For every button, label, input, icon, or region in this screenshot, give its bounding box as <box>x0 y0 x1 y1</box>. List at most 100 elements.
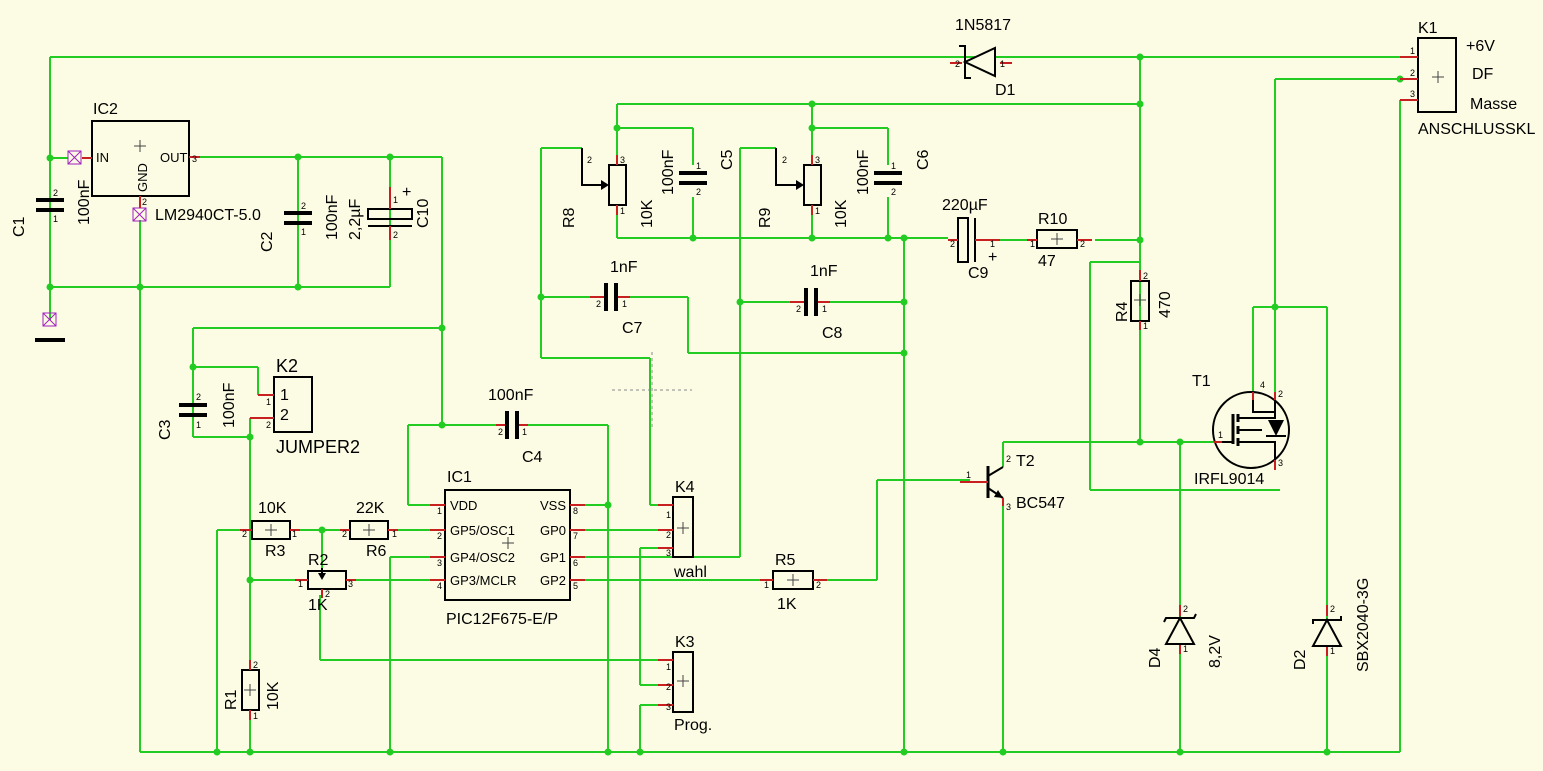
k1-pin-2: DF <box>1472 66 1494 83</box>
r6-value: 22K <box>356 500 385 517</box>
ic1-value: PIC12F675-E/P <box>446 611 558 628</box>
origin-crosshair <box>612 352 692 430</box>
svg-text:3: 3 <box>1278 458 1283 468</box>
svg-text:1: 1 <box>298 579 303 589</box>
c3-ref: C3 <box>157 419 174 440</box>
svg-text:3: 3 <box>666 702 671 712</box>
c5-value: 100nF <box>660 149 677 195</box>
capacitor-c2: 21 C2 100nF <box>259 194 341 252</box>
svg-text:2: 2 <box>301 201 306 211</box>
svg-text:1: 1 <box>522 427 527 437</box>
ic2-value: LM2940CT-5.0 <box>155 207 261 224</box>
capacitor-c6: 12 100nF C6 <box>855 149 932 197</box>
svg-text:4: 4 <box>1260 380 1265 390</box>
svg-text:3: 3 <box>666 548 671 558</box>
svg-text:2: 2 <box>696 187 701 197</box>
svg-text:7: 7 <box>573 531 578 541</box>
r6-ref: R6 <box>366 543 387 560</box>
k1-value: ANSCHLUSSKL <box>1418 121 1535 138</box>
connector-k2: 12 1 2 K2 JUMPER2 <box>250 356 360 457</box>
svg-text:1: 1 <box>1218 430 1223 440</box>
potentiometer-r1: 21 R1 10K <box>223 660 282 721</box>
r8-ref: R8 <box>561 207 578 228</box>
svg-text:2: 2 <box>53 188 58 198</box>
svg-text:1: 1 <box>266 397 271 407</box>
r8-value: 10K <box>639 199 656 228</box>
c2-value: 100nF <box>324 194 341 240</box>
svg-text:1: 1 <box>815 206 820 216</box>
svg-text:4: 4 <box>437 581 442 591</box>
k1-pin-3: Masse <box>1470 96 1517 113</box>
ic1-pin-gp5: GP5/OSC1 <box>450 523 515 538</box>
svg-text:2: 2 <box>242 529 247 539</box>
svg-text:1: 1 <box>437 506 442 516</box>
r5-ref: R5 <box>775 552 796 569</box>
r2-value: 1K <box>308 597 328 614</box>
svg-text:1: 1 <box>1030 239 1035 249</box>
c1-value: 100nF <box>76 179 93 225</box>
svg-text:2: 2 <box>142 197 147 207</box>
svg-text:1: 1 <box>764 580 769 590</box>
capacitor-c1: 21 C1 100nF <box>11 179 93 237</box>
r10-ref: R10 <box>1038 211 1067 228</box>
c4-value: 100nF <box>488 387 534 404</box>
r1-value: 10K <box>265 681 282 710</box>
k2-pin-2: 2 <box>280 407 289 424</box>
svg-text:2: 2 <box>666 530 671 540</box>
svg-text:3: 3 <box>1410 89 1415 99</box>
svg-text:1: 1 <box>1143 321 1148 331</box>
svg-text:2: 2 <box>325 589 330 599</box>
svg-text:1: 1 <box>301 227 306 237</box>
mosfet-t1: 42 13 T1 IRFL9014 <box>1192 373 1290 488</box>
svg-text:2: 2 <box>950 239 955 249</box>
c8-ref: C8 <box>822 325 843 342</box>
d4-value: 8,2V <box>1207 635 1224 668</box>
svg-text:2: 2 <box>1410 68 1415 78</box>
c6-ref: C6 <box>915 149 932 170</box>
svg-text:1: 1 <box>1410 46 1415 56</box>
svg-text:1: 1 <box>1183 644 1188 654</box>
svg-text:2: 2 <box>955 59 960 69</box>
resistor-r4: 21 R4 470 <box>1114 270 1174 331</box>
k3-value: Prog. <box>674 717 712 734</box>
svg-text:1: 1 <box>622 299 627 309</box>
svg-text:1: 1 <box>392 529 397 539</box>
c6-value: 100nF <box>855 149 872 195</box>
svg-text:1: 1 <box>891 161 896 171</box>
t1-ref: T1 <box>1192 373 1211 390</box>
k2-ref: K2 <box>276 356 298 376</box>
svg-text:+: + <box>402 184 411 201</box>
svg-text:2: 2 <box>266 420 271 430</box>
ic1-pin-vss: VSS <box>540 498 566 513</box>
svg-text:1: 1 <box>1000 59 1005 69</box>
svg-text:2: 2 <box>437 531 442 541</box>
svg-text:2: 2 <box>782 155 787 165</box>
svg-text:1: 1 <box>393 195 398 205</box>
unconnected-markers <box>35 150 147 342</box>
k4-value: wahl <box>673 564 707 581</box>
capacitor-c10: + 12 2,2µF C10 <box>347 184 432 240</box>
svg-text:1: 1 <box>822 304 827 314</box>
svg-text:2: 2 <box>666 682 671 692</box>
svg-text:1: 1 <box>696 161 701 171</box>
svg-text:1: 1 <box>620 206 625 216</box>
ic1-pin-gp4: GP4/OSC2 <box>450 550 515 565</box>
ic1-pin-gp3: GP3/MCLR <box>450 573 516 588</box>
svg-text:3: 3 <box>192 154 197 164</box>
c7-ref: C7 <box>622 320 643 337</box>
svg-text:3: 3 <box>1006 502 1011 512</box>
c9-ref: C9 <box>968 265 989 282</box>
svg-text:1: 1 <box>666 662 671 672</box>
svg-text:3: 3 <box>815 155 820 165</box>
ic2-ref: IC2 <box>93 101 118 118</box>
svg-text:1: 1 <box>966 470 971 480</box>
capacitor-c5: 12 100nF C5 <box>660 149 736 197</box>
t1-value: IRFL9014 <box>1194 471 1264 488</box>
c9-value: 220µF <box>942 197 988 214</box>
svg-text:2: 2 <box>1006 454 1011 464</box>
